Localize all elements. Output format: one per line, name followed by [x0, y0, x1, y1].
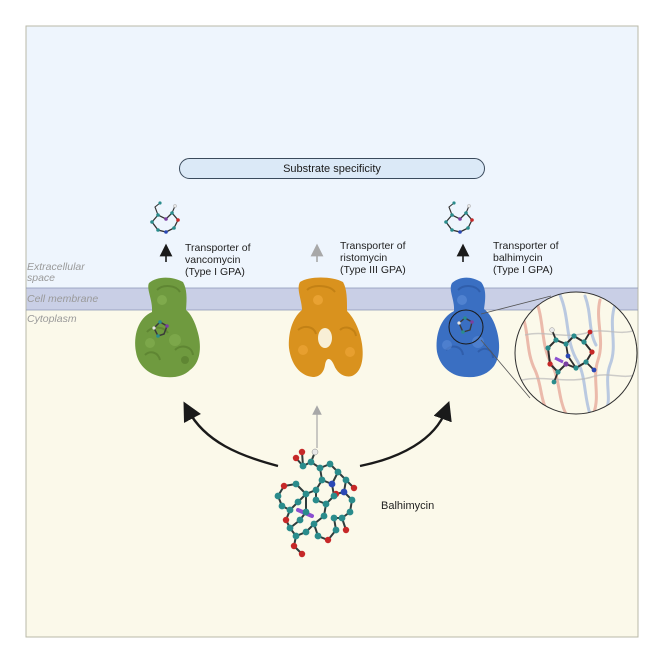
- label-cell-membrane: Cell membrane: [27, 294, 98, 305]
- label-extracellular-space: Extracellular space: [27, 262, 85, 284]
- label-transporter-ristomycin: Transporter of ristomycin (Type III GPA): [340, 240, 406, 276]
- zoom-inset: [515, 292, 637, 414]
- label-transporter-balhimycin: Transporter of balhimycin (Type I GPA): [493, 240, 559, 276]
- label-cytoplasm: Cytoplasm: [27, 314, 77, 325]
- label-balhimycin: Balhimycin: [381, 500, 434, 512]
- substrate-specificity-header: Substrate specificity: [179, 158, 485, 179]
- label-transporter-vancomycin: Transporter of vancomycin (Type I GPA): [185, 242, 251, 278]
